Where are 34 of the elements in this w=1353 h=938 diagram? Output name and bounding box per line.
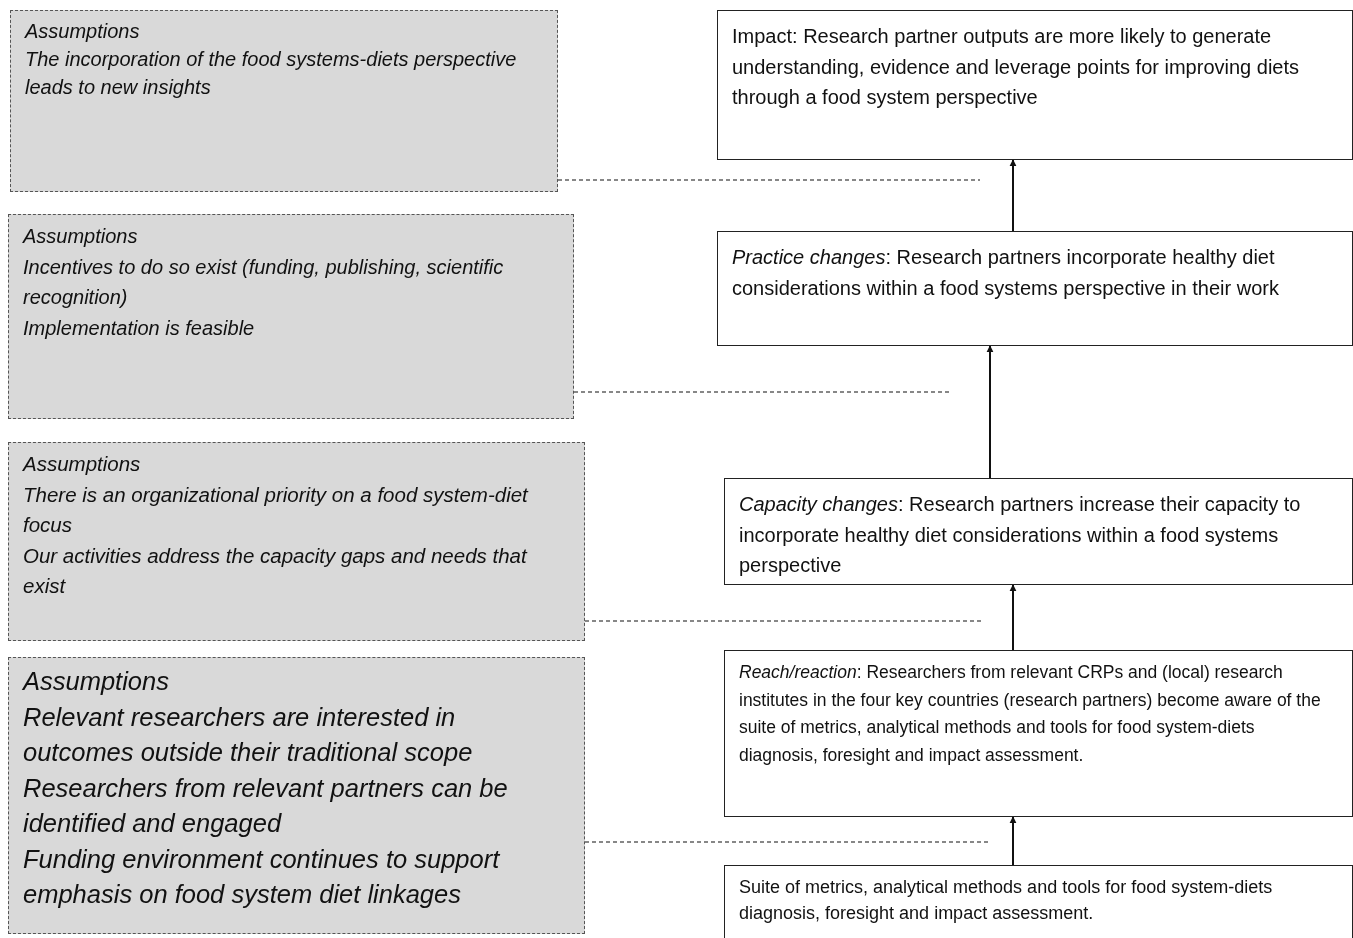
- assumption-text: Our activities address the capacity gaps and needs that exist: [23, 542, 529, 599]
- arrow: [1009, 816, 1017, 866]
- assumption-text: Researchers from relevant partners can be identified and engaged: [23, 772, 509, 839]
- outcome-box: [724, 865, 1353, 938]
- arrow: [1009, 159, 1017, 232]
- outcome-text: Practice changes: Research partners incorporate healthy diet considerations within a food systems perspective in their work: [732, 245, 1280, 301]
- box-heading: Assumptions: [23, 666, 170, 697]
- outcome-box: [717, 231, 1353, 346]
- outcome-text: Capacity changes: Research partners increase their capacity to incorporate healthy diet considerations within a food systems perspective: [739, 492, 1302, 578]
- outcome-text: Impact: Research partner outputs are more likely to generate understanding, evidence and leverage points for improving diets through a food system perspective: [732, 24, 1301, 110]
- dashed-connector: [584, 620, 984, 622]
- outcome-text: Suite of metrics, analytical methods and tools for food system-diets diagnosis, foresight and impact assessment.: [739, 876, 1274, 925]
- box-heading: Assumptions: [23, 224, 139, 249]
- assumption-box: [8, 442, 585, 641]
- dashed-connector: [573, 391, 951, 393]
- arrow: [986, 345, 994, 479]
- assumption-text: There is an organizational priority on a food system-diet focus: [23, 481, 530, 538]
- assumption-text: The incorporation of the food systems-diets perspective leads to new insights: [25, 47, 518, 100]
- assumption-text: Incentives to do so exist (funding, publishing, scientific recognition): [23, 254, 505, 310]
- box-heading: Assumptions: [23, 451, 142, 477]
- arrow: [1009, 584, 1017, 651]
- box-heading: Assumptions: [25, 19, 141, 44]
- dashed-connector: [557, 179, 981, 181]
- outcome-box: [717, 10, 1353, 160]
- outcome-box: [724, 478, 1353, 585]
- dashed-connector: [584, 841, 991, 843]
- outcome-box: [724, 650, 1353, 817]
- assumption-box: [8, 657, 585, 934]
- assumption-text: Funding environment continues to support emphasis on food system diet linkages: [23, 843, 501, 910]
- assumption-text: Implementation is feasible: [23, 315, 256, 341]
- outcome-text: Reach/reaction: Researchers from relevant CRPs and (local) research institutes in the four key countries (research partners) become aware of the suite of metrics, analytical methods and tools for food system-diets diagnosis, foresight and impact assessment.: [739, 661, 1322, 767]
- assumption-box: [8, 214, 574, 419]
- assumption-text: Relevant researchers are interested in outcomes outside their traditional scope: [23, 701, 474, 768]
- assumption-box: [10, 10, 558, 192]
